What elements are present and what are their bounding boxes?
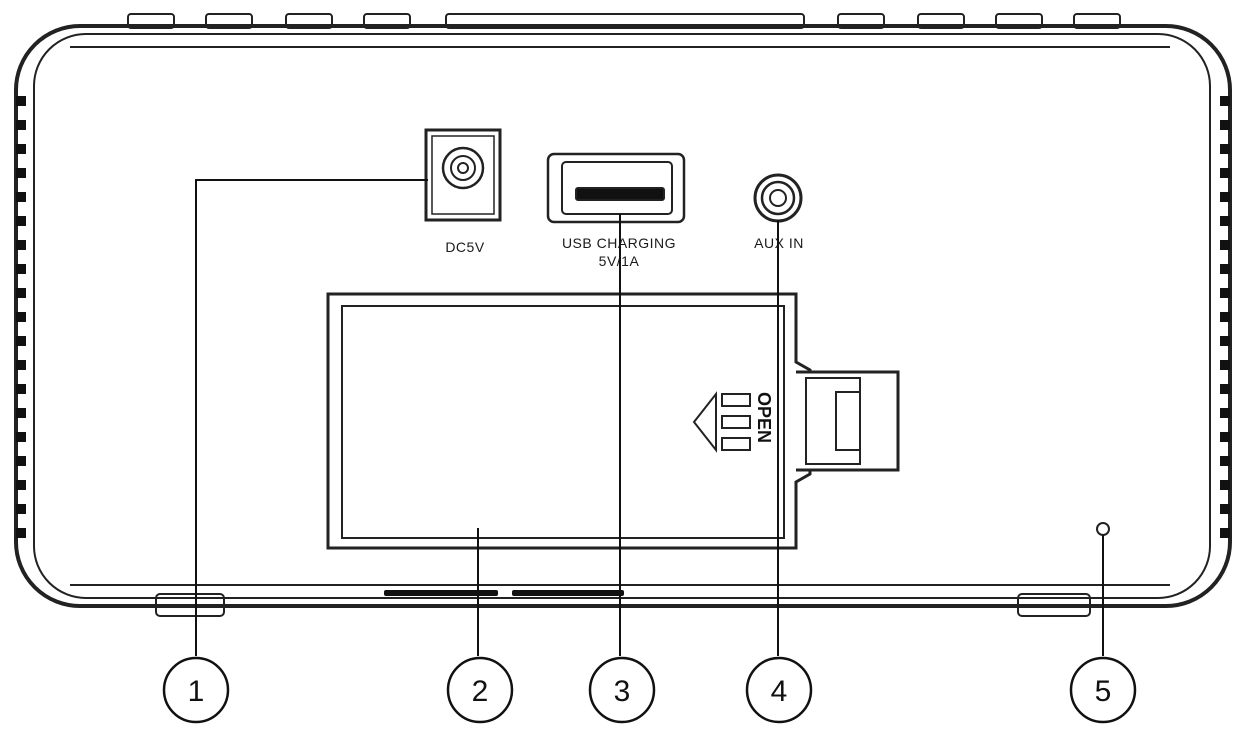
battery-cover: [326, 292, 812, 550]
callout-leader-lines: [195, 179, 1104, 656]
usb-port: [546, 152, 686, 224]
callout-5: 5: [1069, 656, 1137, 724]
open-label: OPEN: [754, 392, 774, 443]
usb-label-line2: 5V/1A: [599, 253, 640, 269]
callout-1-number: 1: [188, 675, 205, 708]
left-side-vents: [16, 96, 26, 538]
dc-power-jack: [424, 128, 502, 222]
aux-in-jack: [753, 173, 803, 223]
callout-3: 3: [588, 656, 656, 724]
callout-2-number: 2: [472, 675, 489, 708]
housing-outline: [14, 24, 1232, 608]
callout-4: 4: [745, 656, 813, 724]
usb-label-line1: USB CHARGING: [562, 235, 676, 251]
bottom-slots: [384, 590, 624, 596]
battery-cover-latch: [796, 370, 900, 472]
open-arrow-icon: [692, 391, 751, 453]
callout-3-number: 3: [614, 675, 631, 708]
callout-4-number: 4: [771, 675, 788, 708]
reset-pinhole: [1096, 522, 1110, 536]
dc-jack-label: DC5V: [445, 239, 485, 255]
callout-2: 2: [446, 656, 514, 724]
callout-1: 1: [162, 656, 230, 724]
callout-5-number: 5: [1095, 675, 1112, 708]
right-side-vents: [1220, 96, 1230, 538]
